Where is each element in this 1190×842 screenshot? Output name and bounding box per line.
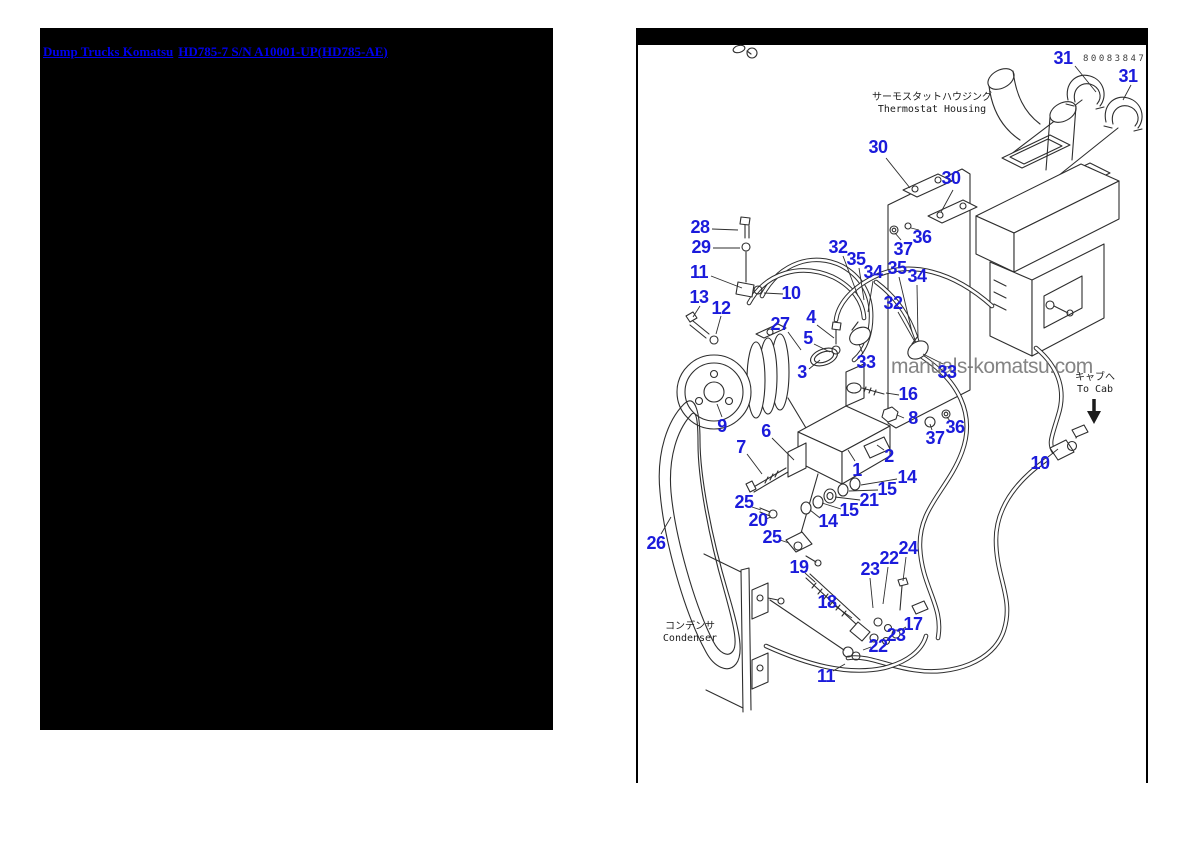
part-callout-24[interactable]: 24 [898, 538, 918, 558]
part-callout-20[interactable]: 20 [748, 510, 768, 530]
condenser [704, 554, 844, 712]
part-callout-19[interactable]: 19 [789, 557, 809, 577]
part-callout-18[interactable]: 18 [817, 592, 837, 612]
part-callout-37[interactable]: 37 [893, 239, 913, 259]
drawing-panel-header-bar [636, 28, 1148, 45]
part-callout-6[interactable]: 6 [761, 421, 771, 441]
part-callout-30[interactable]: 30 [941, 168, 961, 188]
part-callout-27[interactable]: 27 [770, 314, 790, 334]
part-callout-3[interactable]: 3 [797, 362, 807, 382]
drawing-panel-right-border [1146, 45, 1148, 783]
bolt-7 [746, 468, 788, 492]
part-callout-11[interactable]: 11 [816, 666, 836, 686]
part-callout-9[interactable]: 9 [717, 416, 727, 436]
part-callout-34[interactable]: 34 [863, 262, 883, 282]
hoses [749, 260, 1061, 671]
top-fastener [732, 44, 757, 58]
part-callout-13[interactable]: 13 [689, 287, 709, 307]
part-callout-36[interactable]: 36 [945, 417, 965, 437]
part-callout-2[interactable]: 2 [884, 446, 894, 466]
part-callout-26[interactable]: 26 [646, 533, 666, 553]
part-callout-32[interactable]: 32 [883, 293, 903, 313]
part-callout-28[interactable]: 28 [690, 217, 710, 237]
watermark: manuals-komatsu.com [891, 355, 1093, 378]
part-callout-35[interactable]: 35 [887, 258, 907, 278]
part-callout-8[interactable]: 8 [908, 408, 918, 428]
part-callout-14[interactable]: 14 [818, 511, 838, 531]
bracket-assembly [788, 364, 950, 540]
part-callout-14[interactable]: 14 [897, 467, 917, 487]
figure-number: 80083847 [1083, 54, 1147, 64]
part-callout-10[interactable]: 10 [1030, 453, 1050, 473]
part-callout-15[interactable]: 15 [877, 479, 897, 499]
part-callout-36[interactable]: 36 [912, 227, 932, 247]
part-callout-1[interactable]: 1 [852, 460, 862, 480]
part-callout-32[interactable]: 32 [828, 237, 848, 257]
to-cab-arrow [1087, 399, 1101, 424]
washers-row [760, 478, 860, 566]
drawing-panel-left-border [636, 45, 638, 783]
breadcrumb: Dump Trucks Komatsu HD785-7 S/N A10001-UP… [43, 44, 393, 60]
part-callout-31[interactable]: 31 [1118, 66, 1138, 86]
breadcrumb-link-serial[interactable]: HD785-7 S/N A10001-UP(HD785-AE) [178, 44, 388, 59]
part-callout-34[interactable]: 34 [907, 266, 927, 286]
part-callout-4[interactable]: 4 [806, 307, 816, 327]
part-callout-29[interactable]: 29 [691, 237, 711, 257]
part-callout-23[interactable]: 23 [860, 559, 880, 579]
part-callout-30[interactable]: 30 [868, 137, 888, 157]
part-callout-21[interactable]: 21 [859, 490, 879, 510]
part-callout-22[interactable]: 22 [879, 548, 899, 568]
part-callout-35[interactable]: 35 [846, 249, 866, 269]
part-callout-17[interactable]: 17 [903, 614, 923, 634]
part-callout-7[interactable]: 7 [736, 437, 746, 457]
part-callout-15[interactable]: 15 [839, 500, 859, 520]
part-callout-22[interactable]: 22 [868, 636, 888, 656]
part-callout-10[interactable]: 10 [781, 283, 801, 303]
part-callout-37[interactable]: 37 [925, 428, 945, 448]
part-callout-5[interactable]: 5 [803, 328, 813, 348]
part-callout-33[interactable]: 33 [937, 362, 957, 382]
breadcrumb-link-model-family[interactable]: Dump Trucks Komatsu [43, 44, 174, 59]
left-image-panel: Dump Trucks Komatsu HD785-7 S/N A10001-UP… [40, 28, 553, 730]
part-callout-23[interactable]: 23 [886, 625, 906, 645]
part-callout-11[interactable]: 11 [689, 262, 709, 282]
part-callout-16[interactable]: 16 [898, 384, 918, 404]
part-callout-12[interactable]: 12 [711, 298, 731, 318]
part-callout-33[interactable]: 33 [856, 352, 876, 372]
part-callout-25[interactable]: 25 [762, 527, 782, 547]
thermostat-housing [976, 64, 1119, 356]
part-callout-31[interactable]: 31 [1053, 48, 1073, 68]
part-callout-25[interactable]: 25 [734, 492, 754, 512]
to-cab-fitting [1050, 425, 1088, 460]
